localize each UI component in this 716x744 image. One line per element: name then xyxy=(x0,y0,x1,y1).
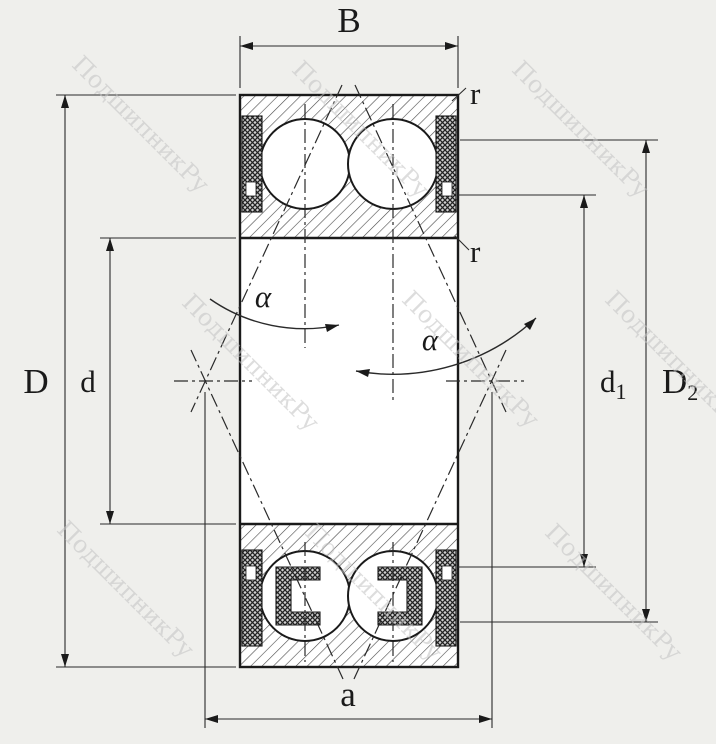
arrowhead-right xyxy=(479,715,492,723)
arrowhead-left xyxy=(240,42,253,50)
dimension-D2: D2 xyxy=(460,139,698,623)
seal-top-right xyxy=(435,115,457,213)
label-D2-main: D xyxy=(662,362,687,401)
label-B: B xyxy=(337,1,360,40)
dimension-r-inner: r xyxy=(454,234,481,269)
angle-arc xyxy=(209,298,340,330)
shield-channel-left xyxy=(275,566,321,626)
arrowhead-top xyxy=(61,95,69,108)
arrowhead-top xyxy=(580,195,588,208)
arrowhead xyxy=(356,369,370,377)
label-d1: d1 xyxy=(600,364,627,404)
label-r-inner: r xyxy=(470,234,481,269)
label-alpha-right: α xyxy=(422,322,439,357)
contact-line-upper-right xyxy=(354,84,507,413)
contact-angle-lines xyxy=(174,84,524,680)
leader-line xyxy=(451,87,467,102)
dimension-D: D xyxy=(23,94,236,668)
dimension-alpha-left: α xyxy=(209,279,340,332)
arrowhead-left xyxy=(205,715,218,723)
contact-line-lower-left xyxy=(190,349,344,680)
contact-line-upper-left xyxy=(190,84,343,413)
leader-line xyxy=(454,235,470,251)
label-d1-main: d xyxy=(600,364,616,399)
label-r-outer: r xyxy=(470,76,481,111)
seal-top-left xyxy=(241,115,263,213)
dimension-alpha-right: α xyxy=(355,317,537,377)
seal-notch xyxy=(245,565,257,581)
arrowhead-bottom xyxy=(580,554,588,567)
dimension-B: B xyxy=(239,1,459,88)
label-d1-sub: 1 xyxy=(616,379,627,404)
dimension-r-outer: r xyxy=(451,76,481,111)
label-D2: D2 xyxy=(662,362,698,405)
label-D2-sub: 2 xyxy=(687,380,698,405)
label-alpha-left: α xyxy=(255,279,272,314)
seal-bottom-left xyxy=(241,549,263,647)
seal-notch xyxy=(441,565,453,581)
contact-line-lower-right xyxy=(353,349,507,680)
arrowhead-bottom xyxy=(642,609,650,622)
shield-channel-right xyxy=(377,566,423,626)
arrowhead xyxy=(325,324,339,332)
label-a: a xyxy=(340,675,356,714)
bearing-section xyxy=(238,93,460,669)
arrowhead-bottom xyxy=(106,511,114,524)
angle-arc xyxy=(355,317,537,375)
dimension-d: d xyxy=(80,237,236,525)
seal-notch xyxy=(245,181,257,197)
label-d: d xyxy=(80,364,96,399)
arrowhead-top xyxy=(106,238,114,251)
dimension-a: a xyxy=(204,392,493,728)
arrowhead-bottom xyxy=(61,654,69,667)
seal-notch xyxy=(441,181,453,197)
arrowhead-right xyxy=(445,42,458,50)
seal-bottom-right xyxy=(435,549,457,647)
arrowhead-top xyxy=(642,140,650,153)
arrowhead xyxy=(524,318,536,330)
label-D: D xyxy=(23,362,48,401)
dimension-d1: d1 xyxy=(458,194,627,568)
